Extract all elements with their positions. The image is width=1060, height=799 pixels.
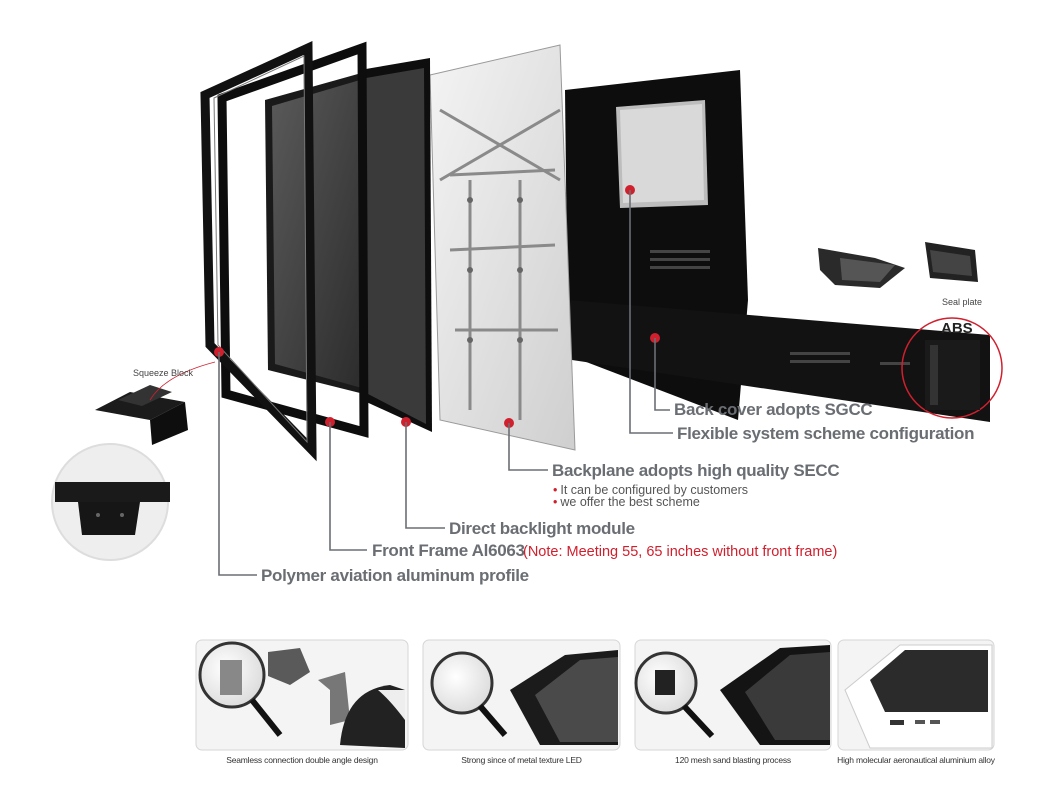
squeeze-block-part	[95, 385, 188, 445]
caption-card-4: High molecular aeronautical aluminium al…	[837, 755, 995, 765]
bullet-dot: •	[553, 495, 558, 509]
screen-panel	[265, 72, 368, 395]
caption-card-1: Seamless connection double angle design	[226, 755, 378, 765]
bullet-text: It can be configured by customers	[560, 483, 748, 497]
polymer-profile-label: Polymer aviation aluminum profile	[261, 566, 529, 585]
bullet-item: •we offer the best scheme	[553, 495, 700, 509]
bullet-item: •It can be configured by customers	[553, 483, 748, 497]
detail-cards	[195, 639, 995, 751]
back-cover-label: Back cover adopts SGCC	[674, 400, 873, 419]
caption-card-3: 120 mesh sand blasting process	[675, 755, 791, 765]
backplane	[429, 44, 576, 451]
front-frame-note: (Note: Meeting 55, 65 inches without fro…	[523, 544, 838, 560]
caption-card-2: Strong since of metal texture LED	[461, 755, 582, 765]
front-frame	[217, 41, 369, 438]
backlight-module	[360, 58, 432, 432]
bullet-dot: •	[553, 483, 558, 497]
leader-lines	[218, 190, 673, 576]
seal-plate-label: Seal plate	[942, 297, 983, 307]
abs-highlight	[901, 317, 1003, 419]
back-cover	[565, 70, 990, 422]
front-frame-label: Front Frame Al6063	[372, 541, 525, 560]
detail-magnifier	[51, 443, 170, 561]
backplane-label: Backplane adopts high quality SECC	[552, 461, 840, 480]
flexible-config-label: Flexible system scheme configuration	[677, 424, 975, 443]
seal-plate-parts	[818, 242, 978, 288]
squeeze-block-label: Squeeze Block	[133, 368, 194, 378]
squeeze-pointer-line	[149, 361, 216, 401]
abs-label: ABS	[941, 320, 973, 337]
bullet-text: we offer the best scheme	[560, 495, 700, 509]
backlight-label: Direct backlight module	[449, 519, 635, 538]
outer-profile-frame	[200, 41, 317, 462]
